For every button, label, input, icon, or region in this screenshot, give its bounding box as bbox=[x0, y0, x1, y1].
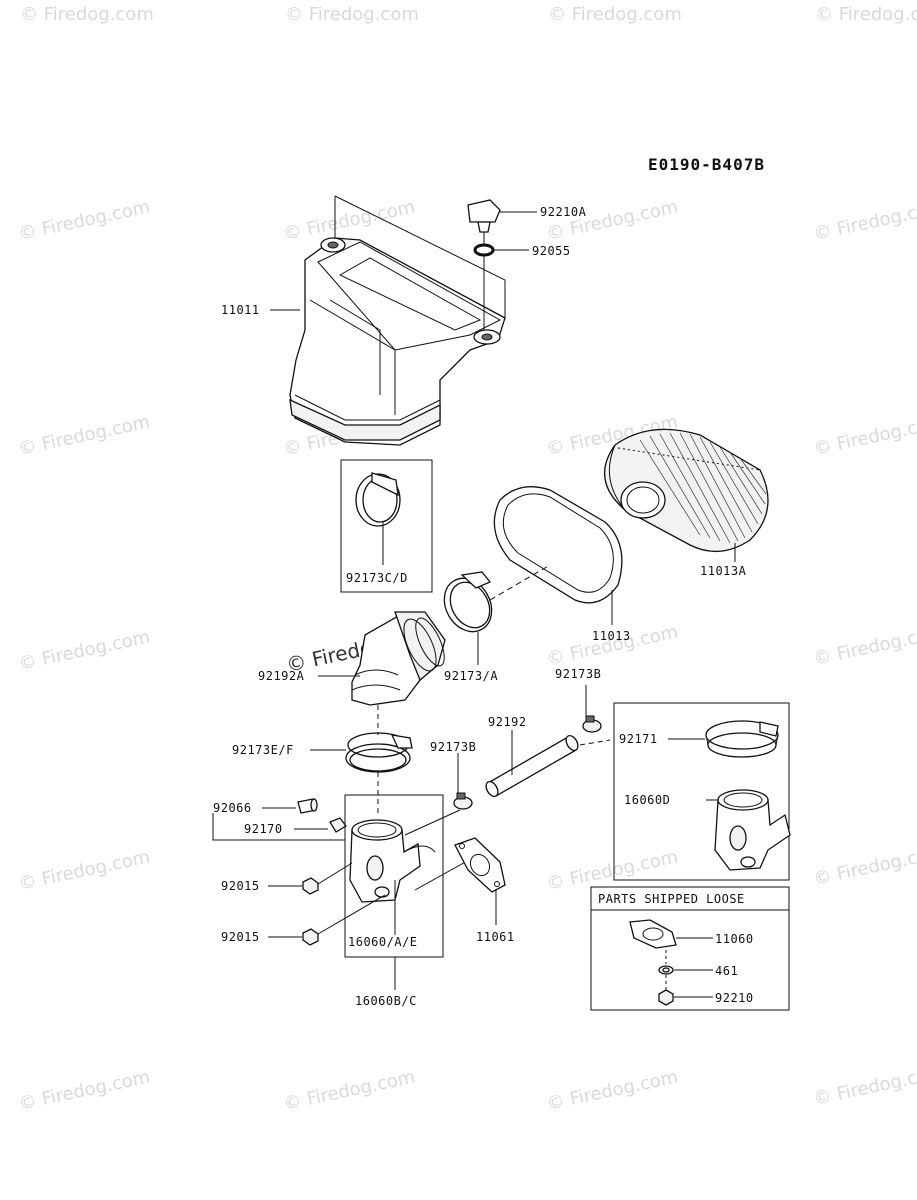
air-cleaner-cover[interactable] bbox=[289, 237, 506, 446]
breather-hose[interactable] bbox=[484, 734, 581, 799]
intake-pipe[interactable] bbox=[349, 819, 436, 903]
label-11013[interactable]: 11013 bbox=[592, 629, 631, 643]
label-92173-A[interactable]: 92173/A bbox=[444, 669, 498, 683]
label-11061[interactable]: 11061 bbox=[476, 930, 515, 944]
label-92173B-top[interactable]: 92173B bbox=[555, 667, 601, 681]
intake-pipe-variant[interactable] bbox=[714, 789, 791, 871]
watermark: © Firedog.com bbox=[17, 627, 152, 675]
breather-cap[interactable] bbox=[297, 798, 318, 814]
watermark: © Firedog.com bbox=[285, 4, 419, 25]
label-11011[interactable]: 11011 bbox=[221, 303, 260, 317]
watermark: © Firedog.com bbox=[812, 412, 917, 460]
label-92015-a[interactable]: 92015 bbox=[221, 879, 260, 893]
label-92210[interactable]: 92210 bbox=[715, 991, 754, 1005]
leader-line bbox=[317, 894, 386, 935]
intake-pipe-box bbox=[344, 794, 444, 958]
label-92192[interactable]: 92192 bbox=[488, 715, 527, 729]
label-92173C-D[interactable]: 92173C/D bbox=[346, 571, 408, 585]
small-clamp-mid[interactable] bbox=[453, 792, 473, 810]
label-16060-A-E[interactable]: 16060/A/E bbox=[348, 935, 418, 949]
fitting-nut[interactable] bbox=[329, 817, 347, 833]
small-clamp-top[interactable] bbox=[582, 715, 602, 733]
watermark: © Firedog.com bbox=[17, 847, 152, 895]
label-92170[interactable]: 92170 bbox=[244, 822, 283, 836]
label-92015-b[interactable]: 92015 bbox=[221, 930, 260, 944]
watermark: © Firedog.com bbox=[545, 847, 680, 895]
watermark: © Firedog.com bbox=[545, 197, 680, 245]
flange-nut-b[interactable] bbox=[302, 928, 319, 946]
pre-filter[interactable] bbox=[493, 486, 623, 604]
watermark: © Firedog.com bbox=[812, 842, 917, 890]
wing-nut[interactable] bbox=[467, 199, 501, 233]
label-16060B-C[interactable]: 16060B/C bbox=[355, 994, 417, 1008]
watermark: © Firedog.com bbox=[812, 197, 917, 245]
label-92210A[interactable]: 92210A bbox=[540, 205, 587, 219]
label-92171[interactable]: 92171 bbox=[619, 732, 658, 746]
leader-line bbox=[579, 739, 611, 746]
watermark: © Firedog.com bbox=[20, 4, 154, 25]
leader-line bbox=[334, 195, 506, 318]
label-92066[interactable]: 92066 bbox=[213, 801, 252, 815]
watermark: © Firedog.com bbox=[812, 622, 917, 670]
nut-loose[interactable] bbox=[658, 989, 674, 1006]
watermark-layer: © Firedog.com © Firedog.com © Firedog.co… bbox=[17, 4, 917, 1115]
watermark: © Firedog.com bbox=[548, 4, 682, 25]
hose-clamp-lower[interactable] bbox=[345, 732, 413, 773]
label-92173E-F[interactable]: 92173E/F bbox=[232, 743, 294, 757]
watermark: © Firedog.com bbox=[815, 4, 917, 25]
hose-clamp-92173[interactable] bbox=[435, 570, 501, 640]
watermark: © Firedog.com bbox=[282, 197, 417, 245]
label-16060D[interactable]: 16060D bbox=[624, 793, 670, 807]
leader-line bbox=[317, 862, 353, 885]
intake-elbow[interactable] bbox=[351, 611, 450, 706]
leader-line bbox=[489, 564, 551, 601]
gasket-loose[interactable] bbox=[629, 919, 677, 949]
label-92055[interactable]: 92055 bbox=[532, 244, 571, 258]
watermark: © Firedog.com bbox=[545, 1067, 680, 1115]
air-filter-element[interactable] bbox=[603, 428, 769, 553]
watermark: © Firedog.com bbox=[282, 1067, 417, 1115]
band-clamp[interactable] bbox=[705, 720, 779, 758]
flange-nut-a[interactable] bbox=[302, 877, 319, 895]
clamp-detail-box bbox=[340, 459, 433, 593]
diagram-code: E0190-B407B bbox=[648, 155, 765, 174]
watermark: © Firedog.com bbox=[17, 197, 152, 245]
leader-line bbox=[404, 809, 461, 836]
watermark: © Firedog.com bbox=[17, 412, 152, 460]
watermark: © Firedog.com bbox=[17, 1067, 152, 1115]
washer[interactable] bbox=[473, 243, 495, 257]
elbow-variant-box bbox=[613, 702, 790, 881]
gasket[interactable] bbox=[454, 837, 506, 893]
washer-loose[interactable] bbox=[658, 965, 674, 975]
label-461[interactable]: 461 bbox=[715, 964, 738, 978]
loose-parts-title: PARTS SHIPPED LOOSE bbox=[598, 892, 745, 906]
label-11060[interactable]: 11060 bbox=[715, 932, 754, 946]
hose-clamp[interactable] bbox=[355, 472, 401, 527]
watermark: © Firedog.com bbox=[812, 1062, 917, 1110]
label-92173B-mid[interactable]: 92173B bbox=[430, 740, 476, 754]
leader-line bbox=[212, 813, 345, 841]
label-11013A[interactable]: 11013A bbox=[700, 564, 747, 578]
label-92192A[interactable]: 92192A bbox=[258, 669, 305, 683]
parts-shipped-loose-box bbox=[590, 886, 790, 1011]
